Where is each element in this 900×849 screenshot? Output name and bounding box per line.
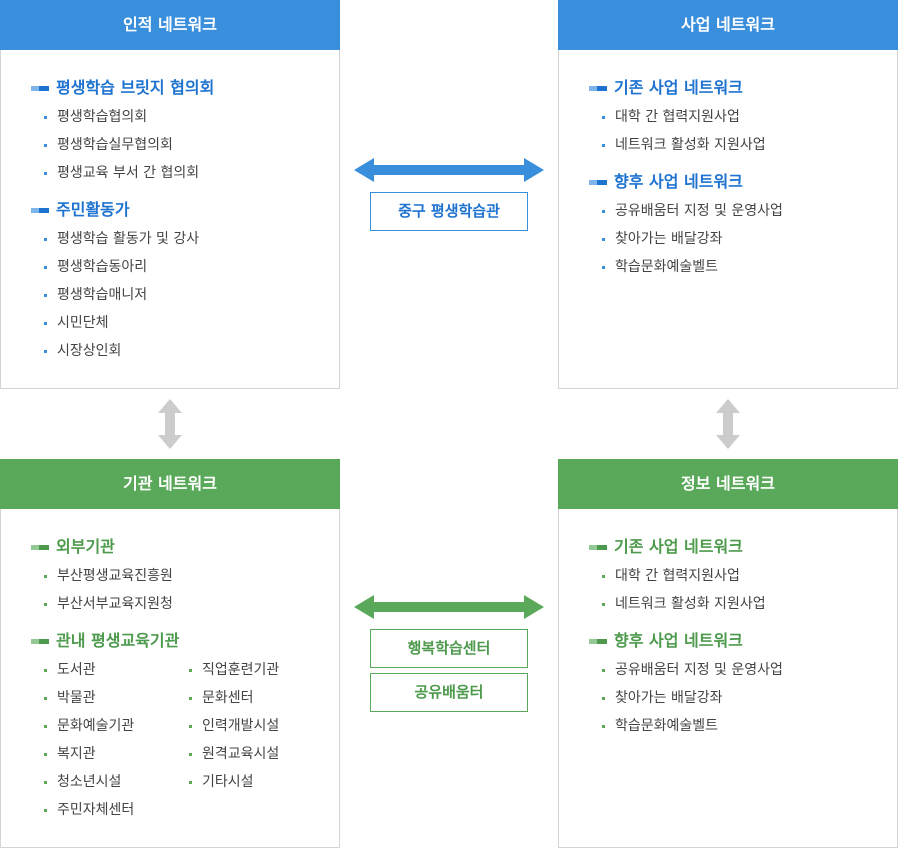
title-mark-icon — [589, 85, 607, 91]
group-title: 관내 평생교육기관 — [56, 631, 180, 650]
title-mark-icon — [31, 85, 49, 91]
group-external-institutions: 외부기관 부산평생교육진흥원 부산서부교육지원청 — [31, 535, 339, 618]
list-item: 평생학습동아리 — [31, 253, 339, 281]
list-item: 주민자체센터 — [31, 796, 176, 824]
group-title: 주민활동가 — [56, 200, 130, 219]
list-item: 기타시설 — [176, 768, 321, 796]
list-item: 박물관 — [31, 684, 176, 712]
title-mark-icon — [31, 638, 49, 644]
list-item: 문화예술기관 — [31, 712, 176, 740]
list-item: 네트워크 활성화 지원사업 — [589, 590, 897, 618]
list-item: 대학 간 협력지원사업 — [589, 562, 897, 590]
list-item: 인력개발시설 — [176, 712, 321, 740]
group-title: 외부기관 — [56, 537, 115, 556]
list-item: 시장상인회 — [31, 337, 339, 365]
group-existing-business: 기존 사업 네트워크 대학 간 협력지원사업 네트워크 활성화 지원사업 — [589, 535, 897, 618]
panel-human-network: 인적 네트워크 평생학습 브릿지 협의회 평생학습협의회 평생학습실무협의회 평… — [0, 0, 340, 389]
vertical-double-arrow-icon — [158, 399, 182, 449]
panel-information-network-title: 정보 네트워크 — [558, 459, 898, 509]
group-bridge-council: 평생학습 브릿지 협의회 평생학습협의회 평생학습실무협의회 평생교육 부서 간… — [31, 76, 339, 187]
title-mark-icon — [31, 544, 49, 550]
group-title: 향후 사업 네트워크 — [614, 172, 743, 191]
group-future-business: 향후 사업 네트워크 공유배움터 지정 및 운영사업 찾아가는 배달강좌 학습문… — [589, 170, 897, 281]
list-item: 도서관 — [31, 656, 176, 684]
horizontal-double-arrow-icon — [354, 595, 544, 619]
panel-information-network: 정보 네트워크 기존 사업 네트워크 대학 간 협력지원사업 네트워크 활성화 … — [558, 459, 898, 848]
center-shared-space-label: 공유배움터 — [370, 673, 528, 712]
list-item: 찾아가는 배달강좌 — [589, 684, 897, 712]
title-mark-icon — [31, 207, 49, 213]
list-item: 부산평생교육진흥원 — [31, 562, 339, 590]
list-item: 학습문화예술벨트 — [589, 253, 897, 281]
list-item: 평생학습실무협의회 — [31, 131, 339, 159]
group-title: 향후 사업 네트워크 — [614, 631, 743, 650]
list-item: 평생학습협의회 — [31, 103, 339, 131]
list-item: 대학 간 협력지원사업 — [589, 103, 897, 131]
list-item: 원격교육시설 — [176, 740, 321, 768]
list-item: 청소년시설 — [31, 768, 176, 796]
group-local-institutions: 관내 평생교육기관 도서관 박물관 문화예술기관 복지관 청소년시설 주민자체센… — [31, 629, 339, 824]
panel-institution-network: 기관 네트워크 외부기관 부산평생교육진흥원 부산서부교육지원청 관내 평생교육… — [0, 459, 340, 848]
list-item: 평생교육 부서 간 협의회 — [31, 159, 339, 187]
list-item: 네트워크 활성화 지원사업 — [589, 131, 897, 159]
horizontal-double-arrow-icon — [354, 158, 544, 182]
group-resident-activists: 주민활동가 평생학습 활동가 및 강사 평생학습동아리 평생학습매니저 시민단체… — [31, 198, 339, 365]
list-item: 부산서부교육지원청 — [31, 590, 339, 618]
list-item: 평생학습매니저 — [31, 281, 339, 309]
list-item: 공유배움터 지정 및 운영사업 — [589, 197, 897, 225]
panel-business-network: 사업 네트워크 기존 사업 네트워크 대학 간 협력지원사업 네트워크 활성화 … — [558, 0, 898, 389]
vertical-double-arrow-icon — [716, 399, 740, 449]
group-existing-business: 기존 사업 네트워크 대학 간 협력지원사업 네트워크 활성화 지원사업 — [589, 76, 897, 159]
list-item: 평생학습 활동가 및 강사 — [31, 225, 339, 253]
list-item: 시민단체 — [31, 309, 339, 337]
panel-business-network-title: 사업 네트워크 — [558, 0, 898, 50]
list-item: 찾아가는 배달강좌 — [589, 225, 897, 253]
list-item: 직업훈련기관 — [176, 656, 321, 684]
title-mark-icon — [589, 544, 607, 550]
list-item: 복지관 — [31, 740, 176, 768]
group-title: 평생학습 브릿지 협의회 — [56, 78, 215, 97]
center-learning-hall-label: 중구 평생학습관 — [370, 192, 528, 231]
title-mark-icon — [589, 638, 607, 644]
list-item: 공유배움터 지정 및 운영사업 — [589, 656, 897, 684]
group-title: 기존 사업 네트워크 — [614, 78, 743, 97]
list-item: 문화센터 — [176, 684, 321, 712]
group-future-business: 향후 사업 네트워크 공유배움터 지정 및 운영사업 찾아가는 배달강좌 학습문… — [589, 629, 897, 740]
panel-human-network-title: 인적 네트워크 — [0, 0, 340, 50]
title-mark-icon — [589, 179, 607, 185]
panel-institution-network-title: 기관 네트워크 — [0, 459, 340, 509]
list-item: 학습문화예술벨트 — [589, 712, 897, 740]
center-happy-learning-label: 행복학습센터 — [370, 629, 528, 668]
group-title: 기존 사업 네트워크 — [614, 537, 743, 556]
